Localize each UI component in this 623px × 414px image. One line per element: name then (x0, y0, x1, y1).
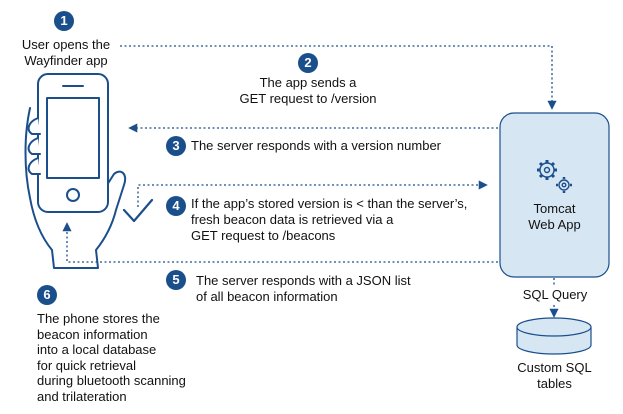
step-6-line: for quick retrieval (37, 357, 136, 373)
step-1-line: Wayfinder app (24, 53, 108, 68)
step-6-line: and trilateration (37, 388, 127, 404)
step-5-line: of all beacon information (196, 289, 338, 304)
arrow-step-1-to-server (120, 45, 557, 110)
step-2-text: The app sends a GET request to /version (218, 75, 398, 107)
step-6-badge: 6 (37, 285, 57, 305)
step-6-line: beacon information (37, 326, 148, 342)
database-label-line: tables (537, 376, 572, 391)
step-4-line: If the app’s stored version is < than th… (191, 196, 468, 211)
database-label: Custom SQL tables (500, 360, 609, 392)
server-label: Tomcat Web App (500, 201, 609, 233)
step-5-badge: 5 (166, 270, 186, 290)
server-label-line: Web App (528, 217, 581, 232)
step-2-badge: 2 (298, 53, 318, 73)
arrow-step-4-to-server (137, 180, 488, 207)
server-box (499, 112, 610, 278)
step-2-line: GET request to /version (239, 91, 377, 106)
database-icon (516, 317, 592, 355)
step-4-line: fresh beacon data is retrieved via a (191, 212, 394, 227)
step-5-line: The server responds with a JSON list (196, 273, 411, 288)
step-6-line: during bluetooth scanning (37, 373, 186, 388)
step-1-badge: 1 (54, 11, 74, 31)
step-1-text: User opens the Wayfinder app (8, 37, 124, 69)
database-label-line: Custom SQL (517, 360, 592, 375)
step-2-line: The app sends a (259, 75, 357, 90)
step-3-line: The server responds with a version numbe… (191, 138, 442, 153)
step-1-line: User opens the (21, 37, 111, 52)
gears-icon (537, 160, 572, 193)
step-3-text: The server responds with a version numbe… (191, 138, 491, 154)
step-5-text: The server responds with a JSON list of … (196, 273, 466, 305)
checkmark-icon (122, 198, 154, 223)
step-4-line: GET request to /beacons (191, 228, 336, 243)
sql-query-label: SQL Query (510, 287, 600, 303)
step-6-line: The phone stores the (37, 311, 160, 326)
step-4-text: If the app’s stored version is < than th… (191, 196, 496, 244)
step-6-line: into a local database (37, 342, 157, 357)
hand-holding-phone-icon (24, 73, 127, 269)
arrow-step-5-to-phone (62, 222, 498, 263)
step-4-badge: 4 (166, 196, 186, 216)
step-6-text: The phone stores the beacon information … (37, 311, 237, 404)
server-label-line: Tomcat (533, 201, 576, 216)
step-3-badge: 3 (166, 136, 186, 156)
